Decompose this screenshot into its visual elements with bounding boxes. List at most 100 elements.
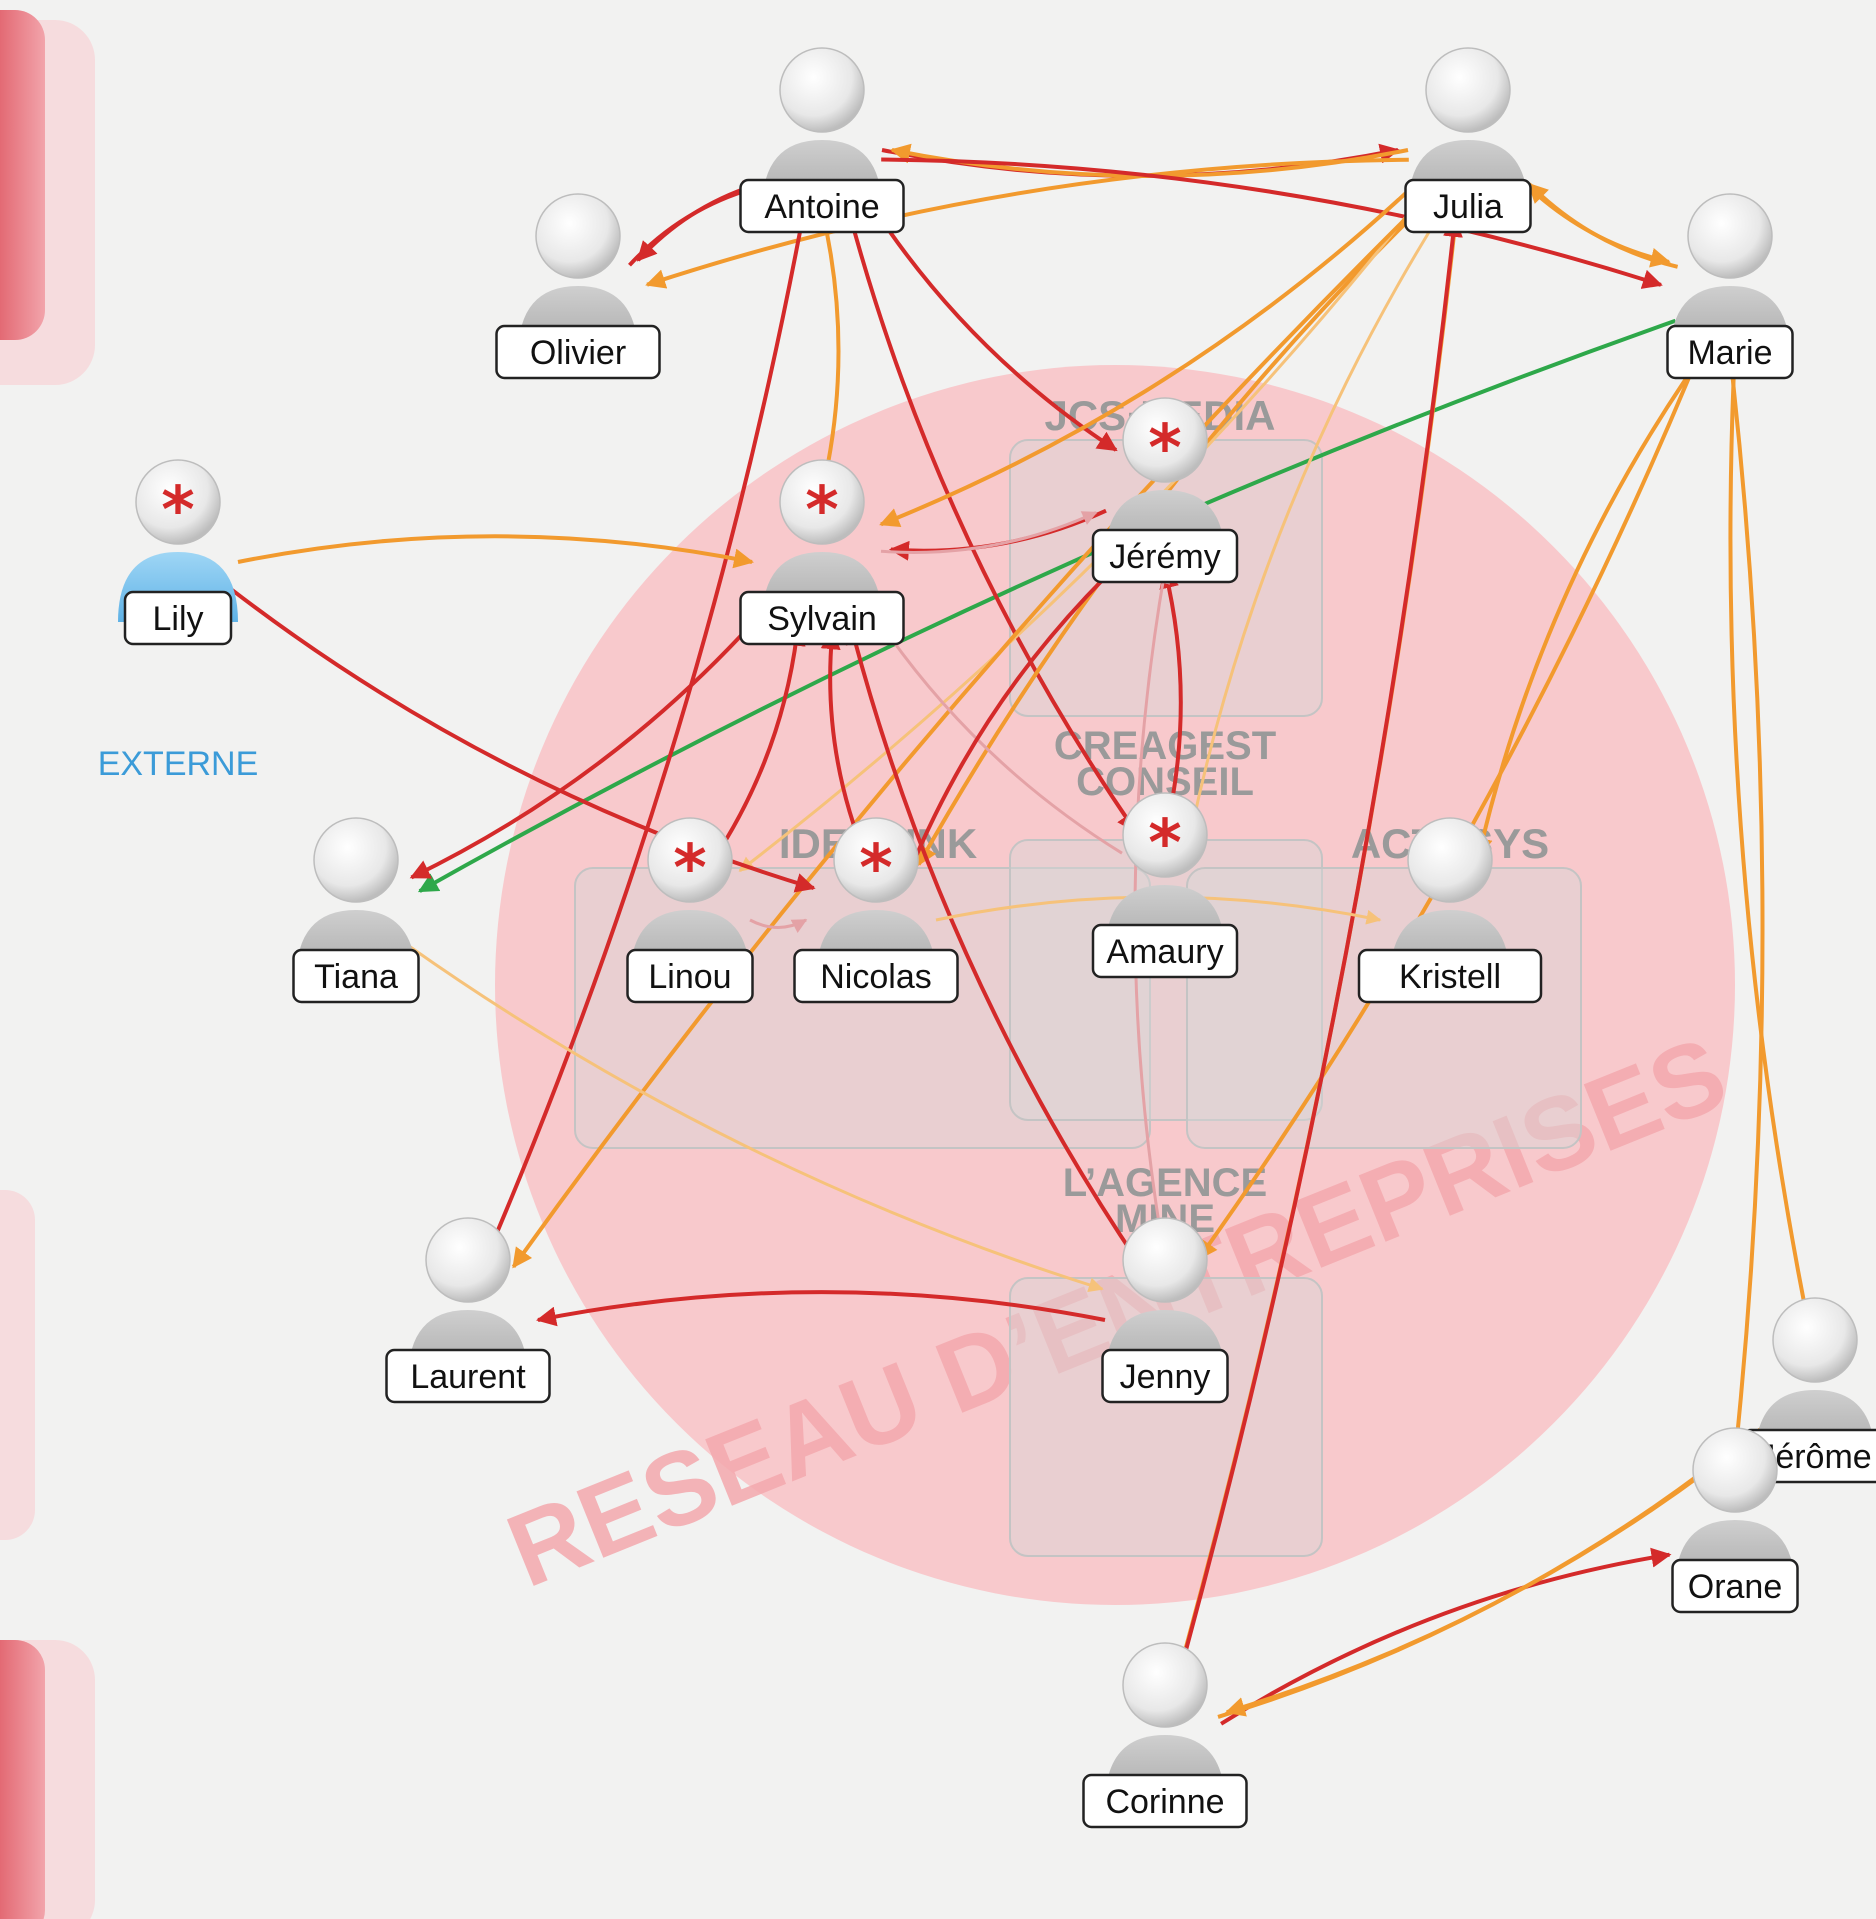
link-jenny-to-laurent xyxy=(536,1290,1106,1327)
person-nicolas[interactable]: *Nicolas xyxy=(793,817,959,1004)
link-lily-to-sylvain xyxy=(237,534,754,569)
person-linou[interactable]: * Linou xyxy=(626,817,754,1004)
link-linou-to-sylvain xyxy=(709,625,806,865)
person-kristell[interactable]: Kristell xyxy=(1357,817,1543,1004)
group-box-actesys xyxy=(1186,867,1582,1149)
link-sylvain-to-jeremy xyxy=(880,511,1098,554)
person-name: Jenny xyxy=(1120,1358,1211,1396)
person-name-box xyxy=(385,1348,551,1404)
person-sylvain[interactable]: * Sylvain xyxy=(739,459,905,646)
person-name-box xyxy=(1091,923,1239,979)
link-julia-to-olivier xyxy=(645,157,1409,289)
person-name-box xyxy=(1404,178,1532,234)
link-julia-to-amaury xyxy=(1186,204,1447,832)
person-name: Orane xyxy=(1688,1568,1783,1606)
link-marie-to-jenny xyxy=(1197,347,1703,1261)
person-name-box xyxy=(1082,1773,1248,1829)
person-head-icon xyxy=(535,193,621,279)
person-name: Kristell xyxy=(1399,958,1501,996)
person-marie[interactable]: Marie xyxy=(1666,193,1794,380)
person-lily[interactable]: * Lily xyxy=(118,459,238,646)
person-name: Lily xyxy=(152,600,203,638)
person-head-icon xyxy=(1122,1217,1208,1303)
person-name: Marie xyxy=(1687,334,1772,372)
person-head-icon xyxy=(1692,1427,1778,1513)
link-nicolas-to-jeremy xyxy=(908,556,1127,872)
link-antoine-to-jeremy xyxy=(862,191,1118,452)
decoration-bar-top xyxy=(0,10,45,340)
link-marie-to-julia xyxy=(1527,182,1679,269)
person-name: Olivier xyxy=(530,334,626,372)
star-icon: * xyxy=(805,474,838,548)
link-marie-to-orane xyxy=(1726,355,1765,1462)
person-name-box xyxy=(123,590,233,646)
person-julia[interactable]: Julia xyxy=(1404,47,1532,234)
person-name: Corinne xyxy=(1105,1783,1224,1821)
link-marie-to-jerome xyxy=(1728,355,1816,1333)
link-julia-to-laurent xyxy=(511,194,1431,1269)
person-name-box xyxy=(1101,1348,1229,1404)
person-name-box xyxy=(495,324,661,380)
person-name: Nicolas xyxy=(820,958,931,996)
person-name: Jérémy xyxy=(1109,538,1220,576)
decoration-bar-bottom xyxy=(0,1640,45,1919)
link-antoine-to-marie xyxy=(881,157,1663,289)
external-label: EXTERNE xyxy=(98,745,259,783)
person-name: Laurent xyxy=(410,1358,526,1396)
person-olivier[interactable]: Olivier xyxy=(495,193,661,380)
person-orane[interactable]: Orane xyxy=(1671,1427,1799,1614)
person-head-icon xyxy=(425,1217,511,1303)
person-name: Sylvain xyxy=(767,600,877,638)
person-name: Amaury xyxy=(1106,933,1223,971)
person-name-box xyxy=(292,948,420,1004)
person-name: Antoine xyxy=(764,188,879,226)
link-antoine-to-laurent xyxy=(486,207,807,1255)
person-head-icon xyxy=(1122,792,1208,878)
star-icon: * xyxy=(1148,412,1181,486)
link-corinne-to-julia xyxy=(1174,216,1463,1687)
person-tiana[interactable]: Tiana xyxy=(292,817,420,1004)
person-head-icon xyxy=(647,817,733,903)
link-linou-to-nicolas xyxy=(749,918,808,933)
person-head-icon xyxy=(1122,1642,1208,1728)
person-name: Tiana xyxy=(314,958,398,996)
person-head-icon xyxy=(1772,1297,1858,1383)
person-head-icon xyxy=(313,817,399,903)
link-sylvain-to-tiana xyxy=(409,597,776,880)
person-jeremy[interactable]: * Jérémy xyxy=(1091,397,1239,584)
person-head-icon xyxy=(779,459,865,545)
link-corinne-to-orane xyxy=(1220,1547,1672,1726)
person-head-icon xyxy=(1687,193,1773,279)
person-name-box xyxy=(793,948,959,1004)
person-name: Linou xyxy=(648,958,731,996)
link-amaury-to-sylvain xyxy=(870,609,1123,855)
link-tiana-to-jenny xyxy=(408,945,1104,1293)
person-name-box xyxy=(1671,1558,1799,1614)
person-name-box xyxy=(1666,324,1794,380)
person-jenny[interactable]: Jenny xyxy=(1101,1217,1229,1404)
link-antoine-to-sylvain xyxy=(816,209,841,494)
star-icon: * xyxy=(1148,807,1181,881)
person-head-icon xyxy=(1425,47,1511,133)
person-name-box xyxy=(739,590,905,646)
network-circle xyxy=(495,365,1735,1605)
person-corinne[interactable]: Corinne xyxy=(1082,1642,1248,1829)
person-amaury[interactable]: * Amaury xyxy=(1091,792,1239,979)
link-antoine-to-amaury xyxy=(845,203,1138,834)
person-head-icon xyxy=(833,817,919,903)
person-laurent[interactable]: Laurent xyxy=(385,1217,551,1404)
person-name-box xyxy=(1091,528,1239,584)
left-decoration xyxy=(0,10,95,1919)
person-head-icon xyxy=(1407,817,1493,903)
link-jenny-to-sylvain xyxy=(845,623,1142,1267)
star-icon: * xyxy=(161,474,194,548)
person-head-icon xyxy=(1122,397,1208,483)
person-antoine[interactable]: Antoine xyxy=(739,47,905,234)
person-head-icon xyxy=(135,459,221,545)
decoration-tab-middle xyxy=(0,1190,35,1540)
star-icon: * xyxy=(673,832,706,906)
